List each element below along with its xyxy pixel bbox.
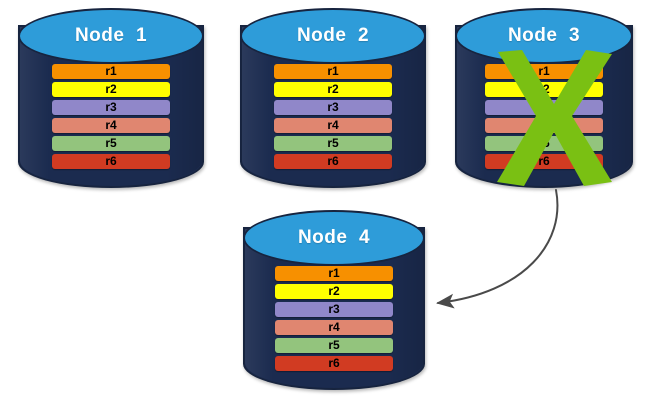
node-2-label: Node 2 xyxy=(296,25,370,46)
node-2-row-r1[interactable]: r1 xyxy=(274,64,392,79)
node-3-row-r4[interactable]: r4 xyxy=(485,118,603,133)
node-3-row-r6[interactable]: r6 xyxy=(485,154,603,169)
node-4-label: Node 4 xyxy=(297,227,371,248)
replication-arrow xyxy=(436,189,559,309)
node-2-row-r5[interactable]: r5 xyxy=(274,136,392,151)
node-4-rows: r1 r2 r3 r4 r5 r6 xyxy=(243,266,425,371)
node-4-row-r2[interactable]: r2 xyxy=(275,284,393,299)
node-4-top-ellipse xyxy=(243,210,425,266)
node-1-row-r4[interactable]: r4 xyxy=(52,118,170,133)
node-1-row-r3[interactable]: r3 xyxy=(52,100,170,115)
node-2[interactable]: Node 2 r1 r2 r3 r4 r5 r6 xyxy=(240,8,426,188)
node-2-row-r3[interactable]: r3 xyxy=(274,100,392,115)
node-2-rows: r1 r2 r3 r4 r5 r6 xyxy=(240,64,426,169)
node-3-label: Node 3 xyxy=(507,25,581,46)
node-3-row-r3[interactable]: r3 xyxy=(485,100,603,115)
node-1-row-r2[interactable]: r2 xyxy=(52,82,170,97)
node-4[interactable]: Node 4 r1 r2 r3 r4 r5 r6 xyxy=(243,210,425,390)
node-3-row-r5[interactable]: r5 xyxy=(485,136,603,151)
node-4-row-r5[interactable]: r5 xyxy=(275,338,393,353)
node-4-row-r6[interactable]: r6 xyxy=(275,356,393,371)
node-1-row-r5[interactable]: r5 xyxy=(52,136,170,151)
node-2-row-r4[interactable]: r4 xyxy=(274,118,392,133)
node-1-label: Node 1 xyxy=(74,25,148,46)
node-3-row-r2[interactable]: r2 xyxy=(485,82,603,97)
node-1-row-r1[interactable]: r1 xyxy=(52,64,170,79)
node-3[interactable]: Node 3 r1 r2 r3 r4 r5 r6 xyxy=(455,8,633,188)
node-2-top-ellipse xyxy=(240,8,426,64)
node-4-row-r1[interactable]: r1 xyxy=(275,266,393,281)
node-1-rows: r1 r2 r3 r4 r5 r6 xyxy=(18,64,204,169)
node-4-row-r4[interactable]: r4 xyxy=(275,320,393,335)
node-1-row-r6[interactable]: r6 xyxy=(52,154,170,169)
node-3-rows: r1 r2 r3 r4 r5 r6 xyxy=(455,64,633,169)
node-3-row-r1[interactable]: r1 xyxy=(485,64,603,79)
node-2-row-r6[interactable]: r6 xyxy=(274,154,392,169)
node-2-row-r2[interactable]: r2 xyxy=(274,82,392,97)
node-4-row-r3[interactable]: r3 xyxy=(275,302,393,317)
node-1-top-ellipse xyxy=(18,8,204,64)
node-1[interactable]: Node 1 r1 r2 r3 r4 r5 r6 xyxy=(18,8,204,188)
